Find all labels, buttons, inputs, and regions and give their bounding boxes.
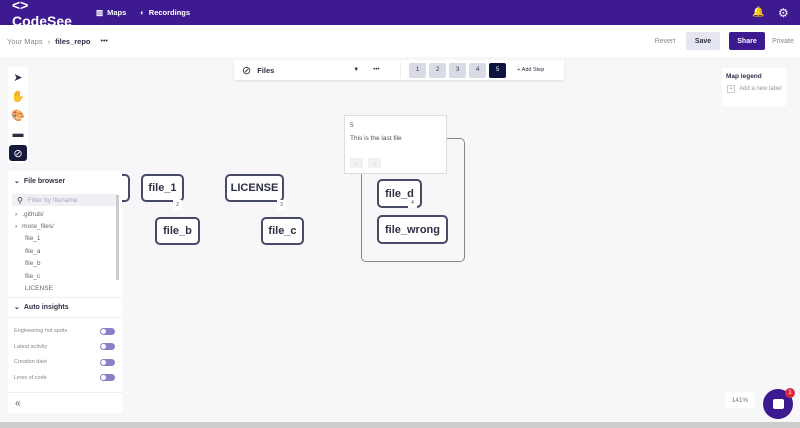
scrollbar[interactable] [116,195,119,280]
comment-icon[interactable]: ▬ [12,128,24,140]
visibility-label: Private [772,37,794,45]
gear-icon[interactable]: ⚙ [778,5,789,20]
node-file_b[interactable]: file_b [155,217,200,245]
folder-item[interactable]: ›more_files/ [15,223,54,231]
side-panel: ⌄File browser ⚲Filter by filename ›.gith… [8,171,122,413]
step-3[interactable]: 3 [449,62,467,78]
breadcrumb-current: files_repo [55,36,91,46]
canvas-toolbar: ➤ ✋ 🎨 ▬ ⊘ [8,67,28,163]
node-file_d[interactable]: file_d [377,179,422,208]
file-item[interactable]: LICENSE [25,285,53,293]
step-badge: 2 [173,200,182,210]
chevron-right-icon: › [47,36,51,46]
folder-item[interactable]: ›.github/ [15,210,44,218]
toggle[interactable] [100,358,115,366]
node-file_wrong[interactable]: file_wrong [377,215,448,244]
step-5[interactable]: 5 [489,62,507,78]
step-badge: 3 [277,200,286,210]
step-badge: 4 [408,198,417,208]
chevron-right-icon: › [15,210,18,218]
chevron-right-icon: › [15,223,18,231]
compass-icon[interactable]: ⊘ [9,145,27,161]
file-item[interactable]: file_b [25,260,41,268]
unread-badge: 1 [785,388,795,398]
insight-lines-of-code: Lines of code [8,370,122,386]
add-label-button[interactable]: +Add a new label [722,85,786,93]
share-button[interactable]: Share [729,32,765,50]
step-2[interactable]: 2 [429,62,447,78]
bell-icon[interactable]: 🔔 [752,7,765,18]
tooltip-step: 5 [350,122,354,129]
hand-icon[interactable]: ✋ [11,90,25,103]
more-button[interactable]: ••• [100,37,108,45]
map-legend: Map legend +Add a new label [722,68,786,106]
nav-recordings[interactable]: ◐Recordings [140,8,191,17]
file-browser-header[interactable]: ⌄File browser [14,177,66,186]
next-step-button[interactable]: → [368,158,381,168]
file-item[interactable]: file_1 [25,235,41,243]
tour-name[interactable]: Files [257,65,275,75]
chevron-down-icon: ⌄ [14,178,20,185]
chat-icon [772,399,784,409]
insight-latest-activity: Latest activity [8,339,122,355]
codesee-logo[interactable]: <> CodeSee [12,0,72,29]
compass-icon: ⊘ [242,64,252,77]
nav-maps[interactable]: ▥Maps [96,8,127,17]
search-icon: ⚲ [17,195,23,205]
legend-title: Map legend [726,73,762,80]
save-button[interactable]: Save [686,32,720,50]
step-tooltip: 5 This is the last file ← → [344,115,447,174]
plus-icon: + [727,85,735,93]
chevron-down-icon: ⌄ [14,304,20,312]
toggle[interactable] [100,327,115,335]
pointer-icon[interactable]: ➤ [13,71,23,84]
toggle[interactable] [100,374,115,382]
record-icon: ◐ [140,8,145,17]
prev-step-button[interactable]: ← [350,158,363,168]
tour-more-button[interactable]: ••• [373,67,380,73]
revert-button[interactable]: Revert [654,37,676,45]
toggle[interactable] [100,343,115,351]
tour-bar: ⊘ Files ▼ ••• 1 2 3 4 5 + Add Step [234,60,564,80]
tooltip-text: This is the last file [350,135,402,142]
insight-hot-spots: Engineering hot spots [8,324,122,340]
auto-insights-header[interactable]: ⌄Auto insights [8,296,122,318]
dropdown-caret-icon[interactable]: ▼ [353,67,360,73]
horizontal-scrollbar[interactable] [0,422,800,428]
palette-icon[interactable]: 🎨 [11,109,25,122]
top-nav-bar: <> CodeSee ▥Maps ◐Recordings 🔔 ⚙ [0,0,800,29]
breadcrumb: Your Maps › files_repo ••• [0,25,800,57]
divider [400,62,402,78]
filter-input[interactable]: ⚲Filter by filename [12,194,118,206]
add-step-button[interactable]: + Add Step [517,67,545,73]
node-file_1[interactable]: file_1 [141,174,184,202]
step-1[interactable]: 1 [409,62,427,78]
file-item[interactable]: file_c [25,272,41,280]
collapse-panel-button[interactable]: « [8,392,122,414]
zoom-level[interactable]: 141% [726,392,754,408]
file-item[interactable]: file_a [25,247,41,255]
map-icon: ▥ [96,8,104,17]
chat-button[interactable]: 1 [763,388,795,419]
node-file_c[interactable]: file_c [261,217,304,245]
step-4[interactable]: 4 [469,62,487,78]
breadcrumb-root[interactable]: Your Maps [7,36,43,46]
insight-creation-date: Creation date [8,355,122,371]
node-license[interactable]: LICENSE [225,174,284,202]
